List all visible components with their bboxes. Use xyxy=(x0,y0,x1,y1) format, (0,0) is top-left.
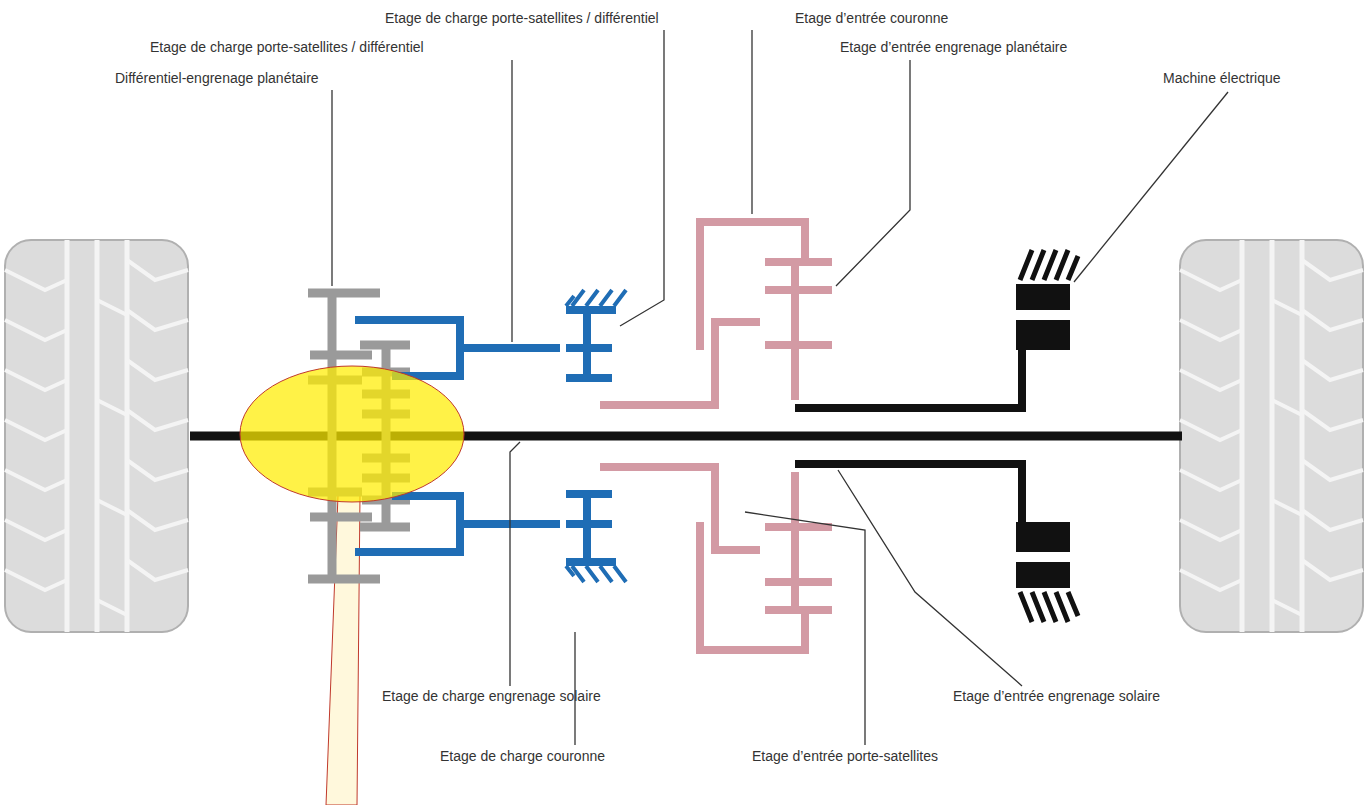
part-label: Etage d’entrée engrenage solaire xyxy=(953,688,1160,705)
part-label: Etage d’entrée couronne xyxy=(795,10,948,27)
part-label: Etage de charge porte-satellites / diffé… xyxy=(150,39,424,56)
part-label: Etage d’entrée engrenage planétaire xyxy=(840,39,1067,56)
part-label: Machine électrique xyxy=(1163,70,1281,87)
part-label: Etage de charge porte-satellites / diffé… xyxy=(385,10,659,27)
part-label: Etage de charge engrenage solaire xyxy=(382,688,601,705)
part-label: Différentiel-engrenage planétaire xyxy=(115,70,319,87)
part-label: Etage de charge couronne xyxy=(440,748,605,765)
part-label: Etage d’entrée porte-satellites xyxy=(752,748,938,765)
